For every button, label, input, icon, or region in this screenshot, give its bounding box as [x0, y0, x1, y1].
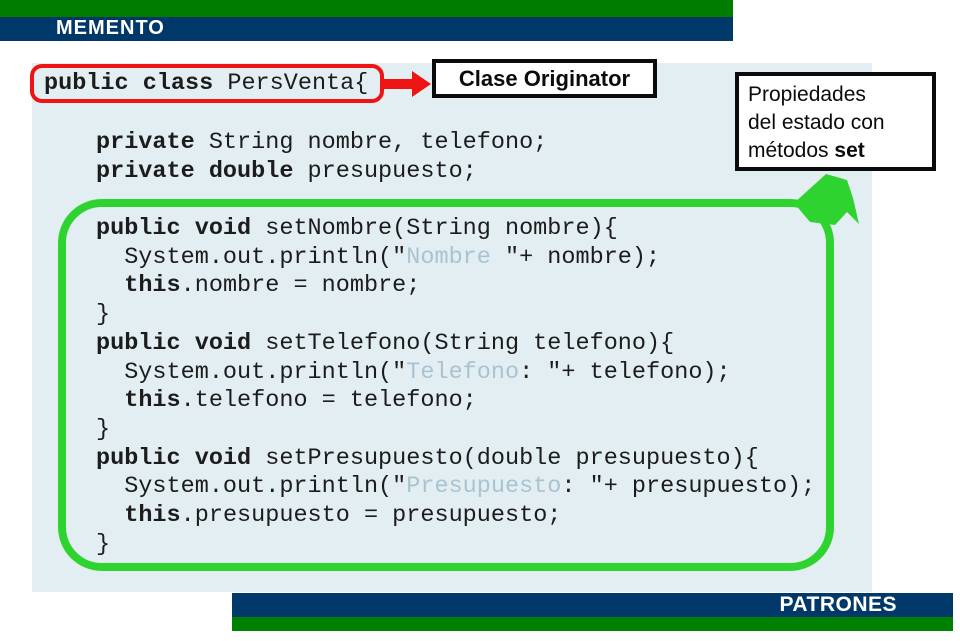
top-green-bar — [0, 0, 733, 17]
code-line: métodos set — [748, 137, 932, 165]
code-line: this.telefono = telefono; — [32, 387, 872, 416]
code-segment: } — [96, 530, 111, 558]
code-segment: presupuesto; — [293, 157, 477, 185]
originator-label: Clase Originator — [458, 65, 631, 91]
code-segment — [96, 502, 124, 529]
code-line: this.presupuesto = presupuesto; — [32, 502, 872, 531]
code-segment: : "+ presupuesto); — [561, 473, 816, 501]
code-segment: setTelefono(String telefono){ — [251, 329, 675, 357]
code-segment: this — [124, 387, 181, 415]
code-segment: Propiedades — [748, 83, 866, 106]
code-segment: .presupuesto = presupuesto; — [180, 501, 562, 529]
code-segment: PersVenta{ — [213, 70, 369, 97]
callout-pointer-icon — [794, 174, 859, 225]
code-block: private String nombre, telefono;private … — [32, 129, 872, 559]
code-line: public void setNombre(String nombre){ — [32, 215, 872, 244]
page-title: MEMENTO — [56, 17, 165, 39]
code-segment — [96, 272, 124, 299]
code-segment: } — [96, 301, 111, 329]
code-segment: public void — [96, 329, 252, 357]
code-segment — [96, 387, 124, 414]
code-segment: System.out.println(" — [96, 473, 407, 501]
code-line: Propiedades — [748, 81, 932, 109]
code-line: } — [32, 301, 872, 330]
code-segment: this — [124, 501, 181, 529]
originator-label-box: Clase Originator — [432, 59, 657, 98]
code-segment: private — [96, 129, 195, 156]
code-panel — [32, 63, 872, 592]
code-line: public void setPresupuesto(double presup… — [32, 445, 872, 474]
code-segment: String nombre, telefono; — [194, 129, 548, 156]
code-line: System.out.println("Telefono: "+ telefon… — [32, 359, 872, 388]
code-segment: public class — [44, 70, 214, 97]
code-segment: métodos — [748, 139, 835, 162]
code-line: del estado con — [748, 109, 932, 137]
footer-title: PATRONES — [779, 593, 897, 616]
code-line: public void setTelefono(String telefono)… — [32, 330, 872, 359]
code-segment: private double — [96, 157, 294, 185]
code-segment: public void — [96, 215, 252, 243]
properties-note-box: Propiedades del estado con métodos set — [735, 72, 936, 171]
code-line: this.nombre = nombre; — [32, 272, 872, 301]
red-arrow-icon — [384, 71, 431, 97]
code-segment: this — [124, 272, 181, 300]
code-line: } — [32, 531, 872, 560]
code-segment: } — [96, 415, 111, 443]
code-segment: del estado con — [748, 111, 885, 134]
code-segment: set — [834, 139, 865, 162]
top-navy-bar: MEMENTO — [0, 17, 733, 41]
code-line: private double presupuesto; — [32, 158, 872, 187]
code-segment: Presupuesto — [406, 473, 562, 501]
code-segment: System.out.println(" — [96, 243, 407, 271]
code-segment: "+ nombre); — [504, 243, 661, 271]
code-segment: System.out.println(" — [96, 358, 407, 386]
code-line: private String nombre, telefono; — [32, 129, 872, 158]
code-segment: : "+ telefono); — [519, 358, 731, 386]
footer-navy-bar: PATRONES — [232, 593, 953, 617]
code-segment: setNombre(String nombre){ — [251, 215, 618, 243]
setters-highlight-outline — [58, 199, 834, 571]
code-line: public class PersVenta{ — [34, 68, 380, 99]
code-segment: .nombre = nombre; — [180, 272, 421, 300]
code-segment: Telefono — [406, 358, 520, 386]
footer-green-bar — [232, 617, 953, 631]
code-segment: Nombre — [406, 243, 505, 271]
code-line — [32, 186, 872, 215]
code-line: System.out.println("Presupuesto: "+ pres… — [32, 473, 872, 502]
code-segment: .telefono = telefono; — [180, 387, 477, 415]
class-declaration-box: public class PersVenta{ — [30, 64, 384, 103]
code-line: System.out.println("Nombre "+ nombre); — [32, 244, 872, 273]
code-segment: setPresupuesto(double presupuesto){ — [251, 444, 759, 472]
code-segment: public void — [96, 444, 252, 472]
code-line: } — [32, 416, 872, 445]
